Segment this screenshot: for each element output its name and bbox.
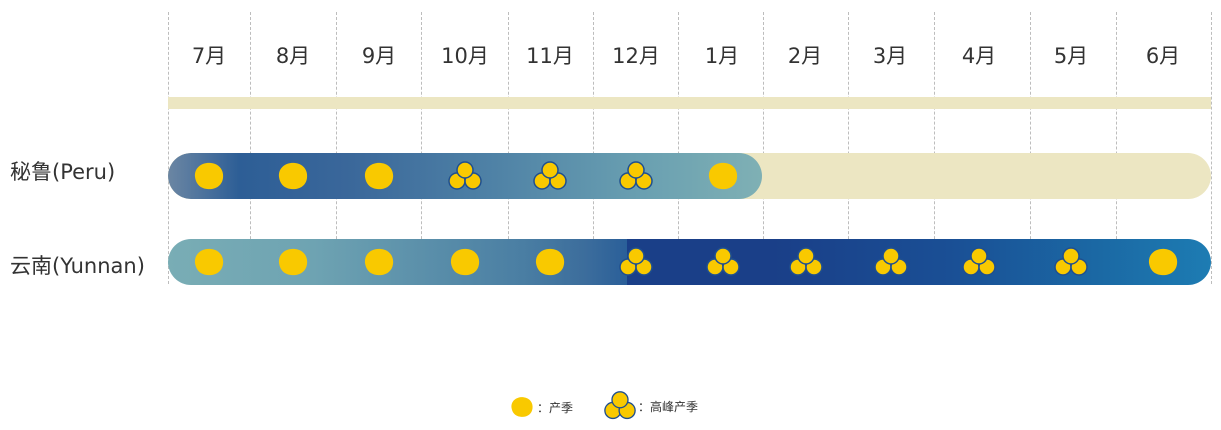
fruit-cluster-icon bbox=[1051, 242, 1091, 282]
fruit-cluster-icon bbox=[703, 242, 743, 282]
grid-line bbox=[250, 12, 251, 284]
single-fruit-icon bbox=[359, 242, 399, 282]
grid-line bbox=[336, 12, 337, 284]
grid-line bbox=[508, 12, 509, 284]
header-divider-bar bbox=[168, 97, 1211, 109]
grid-line bbox=[934, 12, 935, 284]
legend-season: ：产季 bbox=[507, 392, 573, 422]
month-label: 9月 bbox=[361, 44, 397, 68]
fruit-cluster-icon bbox=[530, 156, 570, 196]
legend-season-label: ：产季 bbox=[537, 400, 574, 415]
month-label: 8月 bbox=[275, 44, 311, 68]
single-fruit-icon bbox=[189, 156, 229, 196]
timeline-track-peru bbox=[168, 153, 1211, 199]
single-fruit-icon bbox=[530, 242, 570, 282]
grid-line bbox=[168, 12, 169, 284]
month-label: 3月 bbox=[872, 44, 908, 68]
grid-line bbox=[678, 12, 679, 284]
month-label: 7月 bbox=[191, 44, 227, 68]
fruit-cluster-icon bbox=[616, 156, 656, 196]
legend-peak: ：高峰产季 bbox=[602, 390, 698, 422]
grid-line bbox=[848, 12, 849, 284]
month-label: 1月 bbox=[704, 44, 740, 68]
month-label: 11月 bbox=[526, 44, 574, 68]
grid-line bbox=[1116, 12, 1117, 284]
grid-line bbox=[1211, 12, 1212, 284]
single-fruit-icon bbox=[507, 392, 537, 422]
single-fruit-icon bbox=[445, 242, 485, 282]
fruit-cluster-icon bbox=[959, 242, 999, 282]
single-fruit-icon bbox=[1143, 242, 1183, 282]
month-label: 2月 bbox=[787, 44, 823, 68]
single-fruit-icon bbox=[273, 156, 313, 196]
month-label: 4月 bbox=[961, 44, 997, 68]
fruit-cluster-icon bbox=[616, 242, 656, 282]
single-fruit-icon bbox=[273, 242, 313, 282]
grid-line bbox=[1030, 12, 1031, 284]
single-fruit-icon bbox=[189, 242, 229, 282]
row-label-peru: 秘鲁(Peru) bbox=[10, 160, 116, 184]
legend-peak-label: ：高峰产季 bbox=[638, 399, 699, 414]
month-label: 5月 bbox=[1053, 44, 1089, 68]
timeline-track-yunnan bbox=[168, 239, 1211, 285]
fruit-cluster-icon bbox=[871, 242, 911, 282]
grid-line bbox=[593, 12, 594, 284]
grid-line bbox=[763, 12, 764, 284]
month-label: 12月 bbox=[612, 44, 660, 68]
row-label-yunnan: 云南(Yunnan) bbox=[10, 254, 145, 278]
single-fruit-icon bbox=[703, 156, 743, 196]
grid-line bbox=[421, 12, 422, 284]
month-label: 10月 bbox=[441, 44, 489, 68]
month-label: 6月 bbox=[1145, 44, 1181, 68]
single-fruit-icon bbox=[359, 156, 399, 196]
fruit-cluster-icon bbox=[786, 242, 826, 282]
fruit-cluster-icon bbox=[445, 156, 485, 196]
fruit-cluster-icon bbox=[602, 390, 638, 422]
